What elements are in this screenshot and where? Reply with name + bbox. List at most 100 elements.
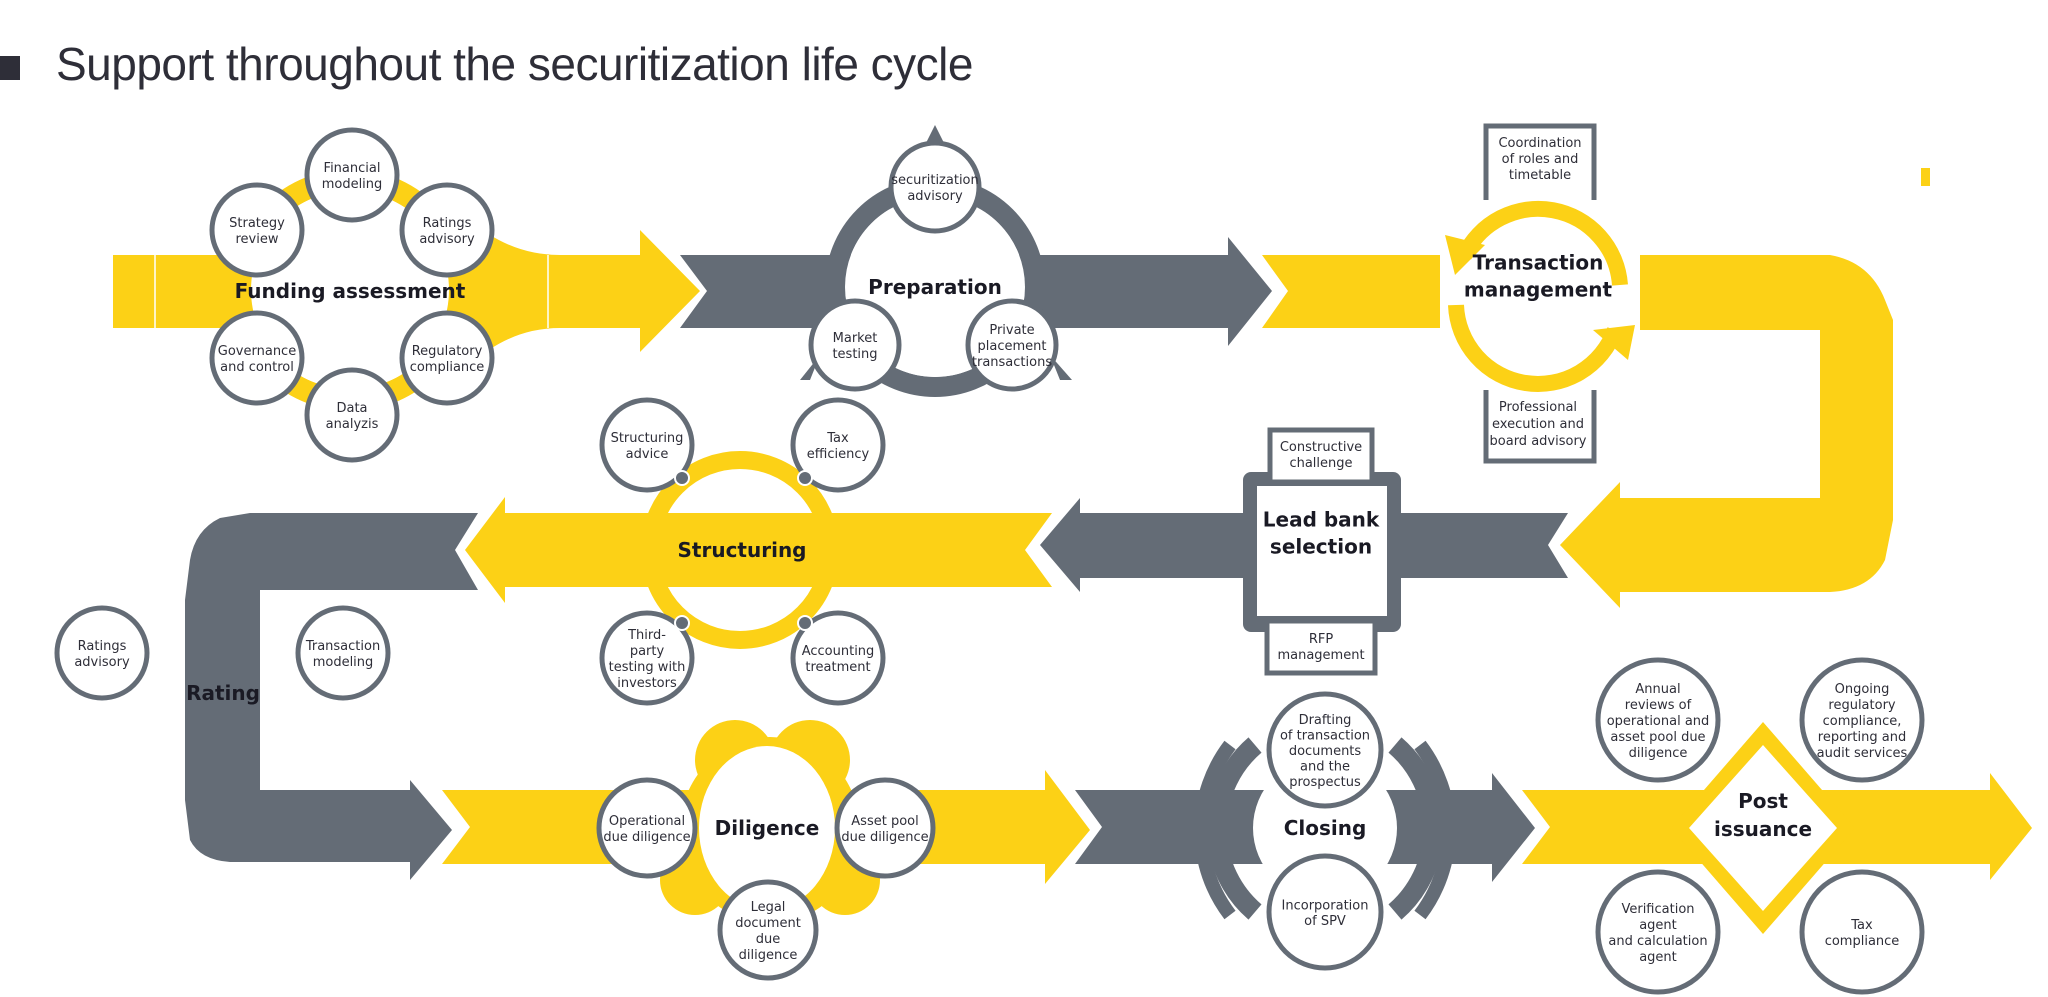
text-line: analyzis	[326, 417, 379, 432]
bubble-circle	[808, 298, 902, 392]
bubble-circle	[209, 310, 305, 406]
bubble-circle	[790, 397, 886, 493]
text-line: Third-	[627, 628, 666, 643]
connector-dot	[797, 615, 813, 631]
text-line: and the	[1300, 760, 1350, 775]
bubble-circle	[1595, 657, 1721, 783]
structuring-arrow	[465, 497, 1052, 603]
text-line: audit services	[1817, 746, 1908, 761]
text-line: advisory	[74, 655, 130, 670]
bubble-circle	[596, 777, 698, 879]
transaction-arrow	[1262, 255, 1440, 328]
text-line: Transaction	[1473, 251, 1604, 275]
text-line: management	[1277, 648, 1364, 663]
text-line: Funding assessment	[235, 279, 466, 303]
leadbank-item-box	[1264, 618, 1378, 676]
text-line: challenge	[1289, 456, 1352, 471]
text-line: reporting and	[1818, 730, 1906, 745]
text-line: Constructive	[1280, 440, 1362, 455]
bubble-circle	[888, 140, 982, 234]
structuring-title: Structuring	[678, 538, 807, 562]
text-line: Incorporation	[1282, 898, 1369, 913]
text-line: efficiency	[807, 447, 870, 462]
text-line: modeling	[322, 177, 383, 192]
bubble-circle	[599, 397, 695, 493]
text-line: Coordination	[1498, 136, 1581, 151]
text-line: due diligence	[841, 830, 928, 845]
bubble-circle	[1266, 853, 1384, 971]
preparation-title: Preparation	[868, 275, 1002, 299]
closing-title: Closing	[1284, 816, 1367, 840]
text-line: Closing	[1284, 816, 1367, 840]
text-line: Legal	[751, 900, 786, 915]
text-line: Structuring	[678, 538, 807, 562]
text-line: RFP	[1309, 632, 1334, 647]
text-line: issuance	[1714, 817, 1812, 841]
text-line: and calculation	[1608, 934, 1707, 949]
diligence-center	[699, 746, 835, 910]
transaction-title: Transaction management	[1464, 251, 1613, 302]
post-diamond-center	[1689, 745, 1837, 911]
text-line: party	[630, 644, 665, 659]
uturn-band	[1560, 255, 1893, 608]
leadbank-item-box	[1267, 427, 1375, 485]
text-line: Private	[989, 323, 1034, 338]
text-line: compliance,	[1823, 714, 1902, 729]
text-line: modeling	[313, 655, 374, 670]
text-line: Transaction	[305, 639, 380, 654]
text-line: reviews of	[1625, 698, 1692, 713]
text-line: Professional	[1499, 400, 1577, 415]
text-line: investors	[617, 676, 677, 691]
text-line: documents	[1289, 744, 1362, 759]
text-line: Preparation	[868, 275, 1002, 299]
text-line: management	[1464, 278, 1613, 302]
bubble-circle	[599, 610, 695, 706]
text-line: document	[735, 916, 801, 931]
text-line: diligence	[1629, 746, 1688, 761]
text-line: advisory	[907, 189, 963, 204]
closing-bracket-right	[1388, 737, 1444, 920]
text-line: Drafting	[1299, 713, 1352, 728]
text-line: Operational	[609, 814, 685, 829]
text-line: Ratings	[423, 216, 472, 231]
bubble-circle	[399, 310, 495, 406]
text-line: of roles and	[1502, 152, 1579, 167]
cycle-arrowhead-icon	[1445, 235, 1485, 275]
